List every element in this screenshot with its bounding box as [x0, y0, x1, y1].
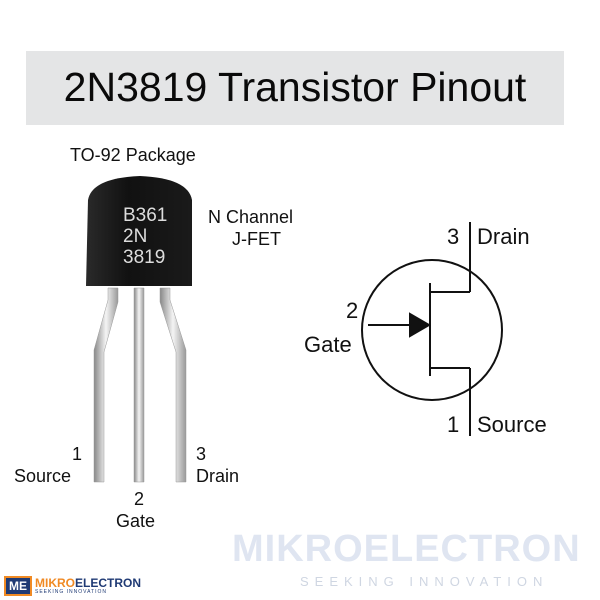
pin3-label: Drain [196, 466, 240, 486]
marking-line: 3819 [123, 247, 166, 268]
marking-line: 2N [123, 226, 148, 247]
symbol-drain-number: 3 [447, 224, 460, 249]
pin1-number: 1 [72, 444, 83, 464]
body-marking: B361 2N 3819 [123, 205, 167, 268]
channel-type: N Channel [208, 207, 294, 227]
symbol-drain-label: Drain [477, 224, 530, 249]
transistor-leads [93, 287, 187, 483]
symbol-gate-number: 2 [346, 298, 359, 323]
symbol-source-label: Source [477, 412, 547, 437]
watermark-tagline: SEEKING INNOVATION [300, 574, 549, 589]
transistor-graphics [86, 176, 503, 483]
page-title: 2N3819 Transistor Pinout [63, 64, 527, 110]
transistor-body [86, 176, 192, 286]
symbol-gate-label: Gate [304, 332, 352, 357]
logo-name-b: ELECTRON [75, 576, 141, 590]
package-label: TO-92 Package [70, 145, 196, 165]
pin2-label: Gate [116, 511, 156, 531]
title-banner: 2N3819 Transistor Pinout [26, 51, 564, 125]
marking-line: B361 [123, 205, 168, 226]
watermark-text: MIKROELECTRON [232, 528, 581, 570]
device-type: J-FET [232, 229, 281, 249]
symbol-source-number: 1 [447, 412, 460, 437]
jfet-symbol [361, 222, 503, 436]
pin1-label: Source [14, 466, 72, 486]
pin2-number: 2 [134, 489, 145, 509]
logo-name-a: MIKRO [35, 576, 75, 590]
pin3-number: 3 [196, 444, 207, 464]
logo-tagline: SEEKING INNOVATION [35, 589, 107, 595]
logo-mark: ME [4, 576, 32, 596]
brand-logo: ME MIKROELECTRON SEEKING INNOVATION [4, 576, 141, 596]
